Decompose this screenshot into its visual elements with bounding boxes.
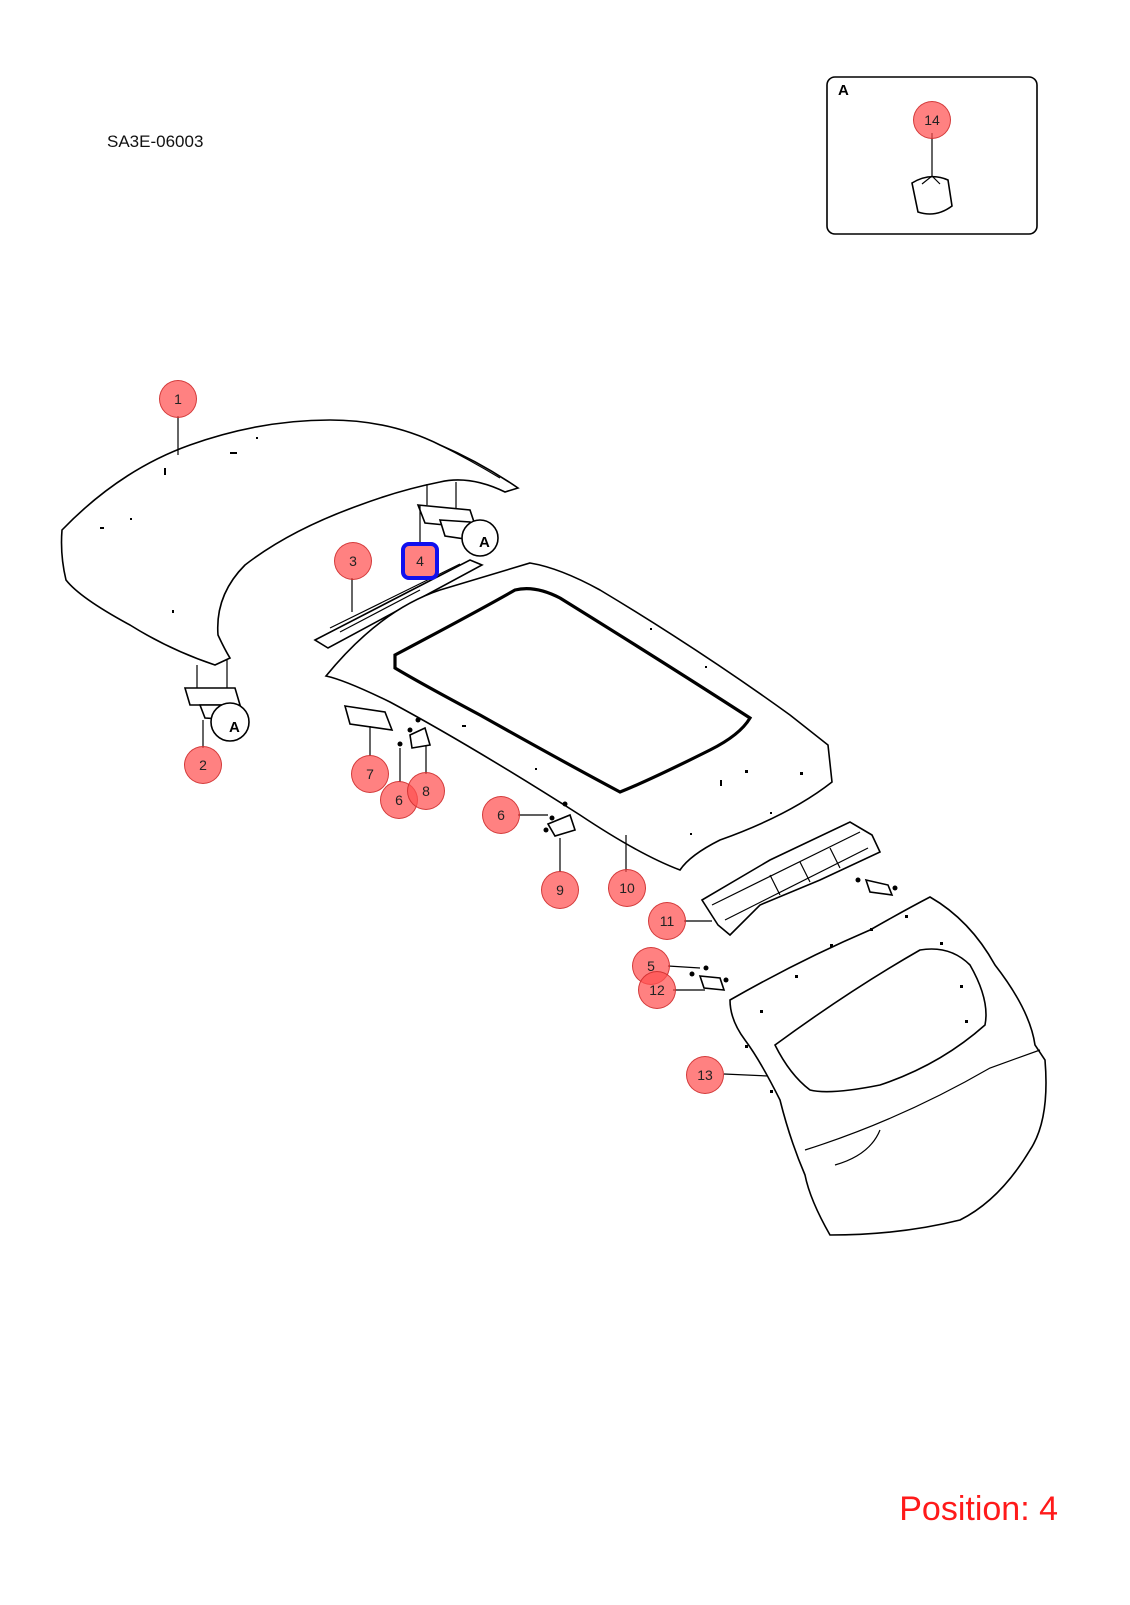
callout-12[interactable]: 12: [638, 971, 676, 1009]
bracket-9: [543, 801, 577, 837]
leader-line-5: [667, 965, 701, 969]
inset-letter: A: [838, 82, 849, 99]
inset-box: [826, 76, 1038, 235]
position-indicator: Position: 4: [899, 1490, 1058, 1528]
callout-8[interactable]: 8: [407, 772, 445, 810]
detail-marker-a-lower: A: [229, 719, 240, 736]
bracket-7: [343, 705, 394, 731]
callout-10[interactable]: 10: [608, 869, 646, 907]
clip-part: [911, 175, 953, 215]
callout-7[interactable]: 7: [351, 755, 389, 793]
liftgate: [729, 896, 1047, 1236]
callout-6-right[interactable]: 6: [482, 796, 520, 834]
rear-cross-member: [700, 821, 882, 937]
callout-9[interactable]: 9: [541, 871, 579, 909]
hinge-bracket-rear: [855, 877, 898, 896]
leader-line-13: [723, 1073, 769, 1077]
bracket-8: [407, 717, 432, 749]
callout-3[interactable]: 3: [334, 542, 372, 580]
callout-14[interactable]: 14: [913, 101, 951, 139]
callout-1[interactable]: 1: [159, 380, 197, 418]
roof-panel: [324, 562, 833, 871]
detail-marker-a-upper: A: [479, 534, 490, 551]
hinge-bracket-lower: A: [183, 660, 250, 742]
callout-4[interactable]: 4: [401, 542, 439, 580]
callout-2[interactable]: 2: [184, 746, 222, 784]
callout-11[interactable]: 11: [648, 902, 686, 940]
callout-13[interactable]: 13: [686, 1056, 724, 1094]
roof-front-panel: [60, 419, 520, 666]
hinge-bracket-upper: A: [416, 482, 499, 557]
bracket-12: [689, 965, 729, 991]
diagram-code: SA3E-06003: [107, 132, 204, 151]
